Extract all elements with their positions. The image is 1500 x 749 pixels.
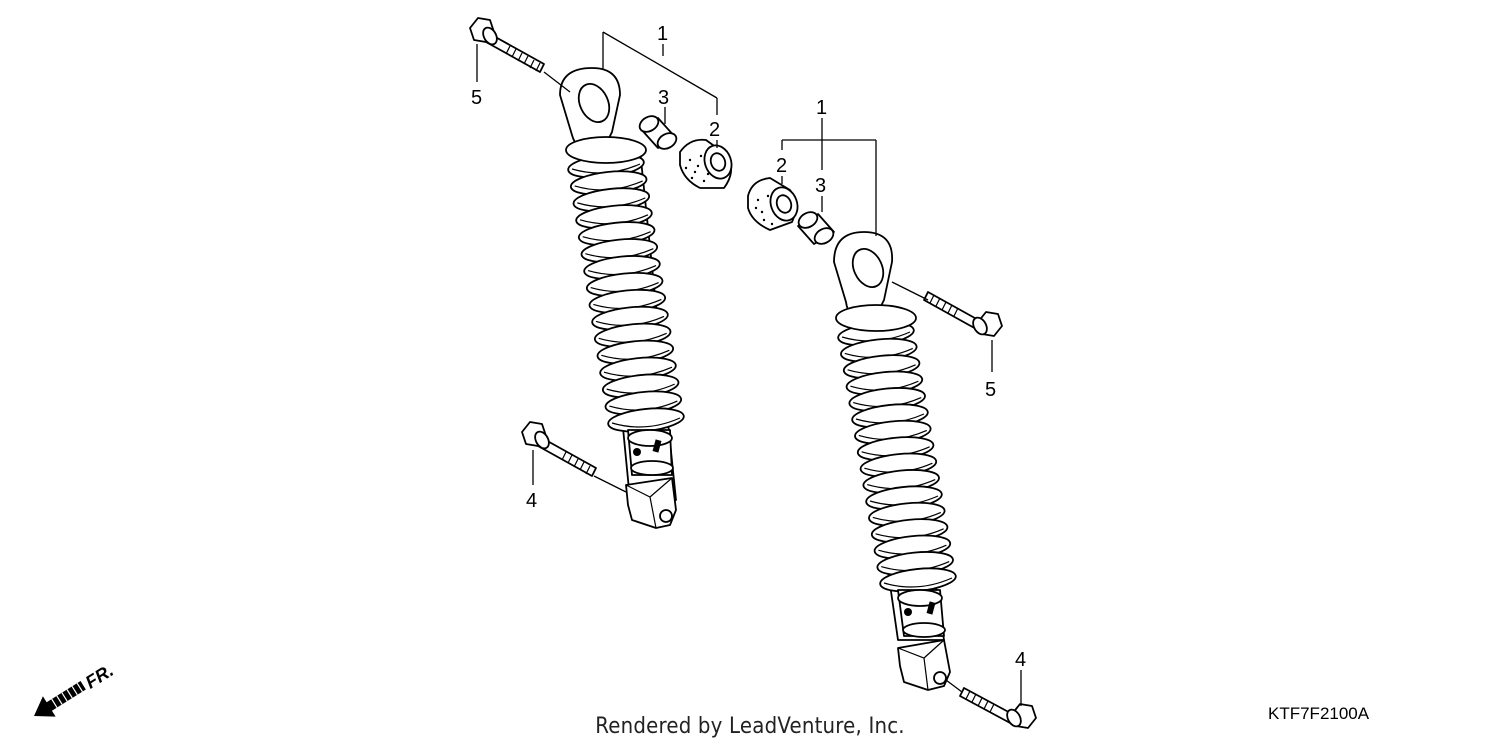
footer-credit: Rendered by LeadVenture, Inc. xyxy=(0,714,1500,739)
callout-left-upper-bolt: 5 xyxy=(471,87,482,109)
callout-left-shock: 1 xyxy=(657,23,668,45)
right-lower-bolt[interactable] xyxy=(959,687,1037,729)
footer-text: Rendered by LeadVenture, Inc. xyxy=(595,714,905,739)
callout-left-lower-bolt: 4 xyxy=(526,490,537,512)
right-upper-bolt[interactable] xyxy=(923,291,1003,337)
diagram-code: KTF7F2100A xyxy=(1268,704,1370,723)
callouts: 1 2 3 4 5 1 2 3 4 5 xyxy=(471,23,1026,671)
callout-right-lower-bolt: 4 xyxy=(1015,649,1026,671)
left-lower-bolt[interactable] xyxy=(521,421,597,477)
callout-right-shock: 1 xyxy=(816,97,827,119)
right-collar[interactable] xyxy=(796,209,836,247)
front-direction-label: FR. xyxy=(82,660,117,692)
callout-right-upper-bolt: 5 xyxy=(985,379,996,401)
callout-right-bushing: 2 xyxy=(776,155,787,177)
left-upper-bolt[interactable] xyxy=(469,17,545,73)
right-shock-spring xyxy=(837,321,957,593)
right-shock-absorber[interactable] xyxy=(833,231,957,691)
left-shock-spring xyxy=(567,153,685,433)
callout-left-collar: 3 xyxy=(658,87,669,109)
spring-coil-shade xyxy=(883,577,953,588)
spring-coil-shade xyxy=(611,417,681,428)
callout-right-collar: 3 xyxy=(815,175,826,197)
leader-lines xyxy=(476,31,1022,706)
left-shock-absorber[interactable] xyxy=(559,67,685,529)
callout-left-bushing: 2 xyxy=(709,119,720,141)
left-bushing[interactable] xyxy=(679,138,736,189)
left-collar[interactable] xyxy=(637,113,679,152)
right-bushing[interactable] xyxy=(747,177,802,231)
